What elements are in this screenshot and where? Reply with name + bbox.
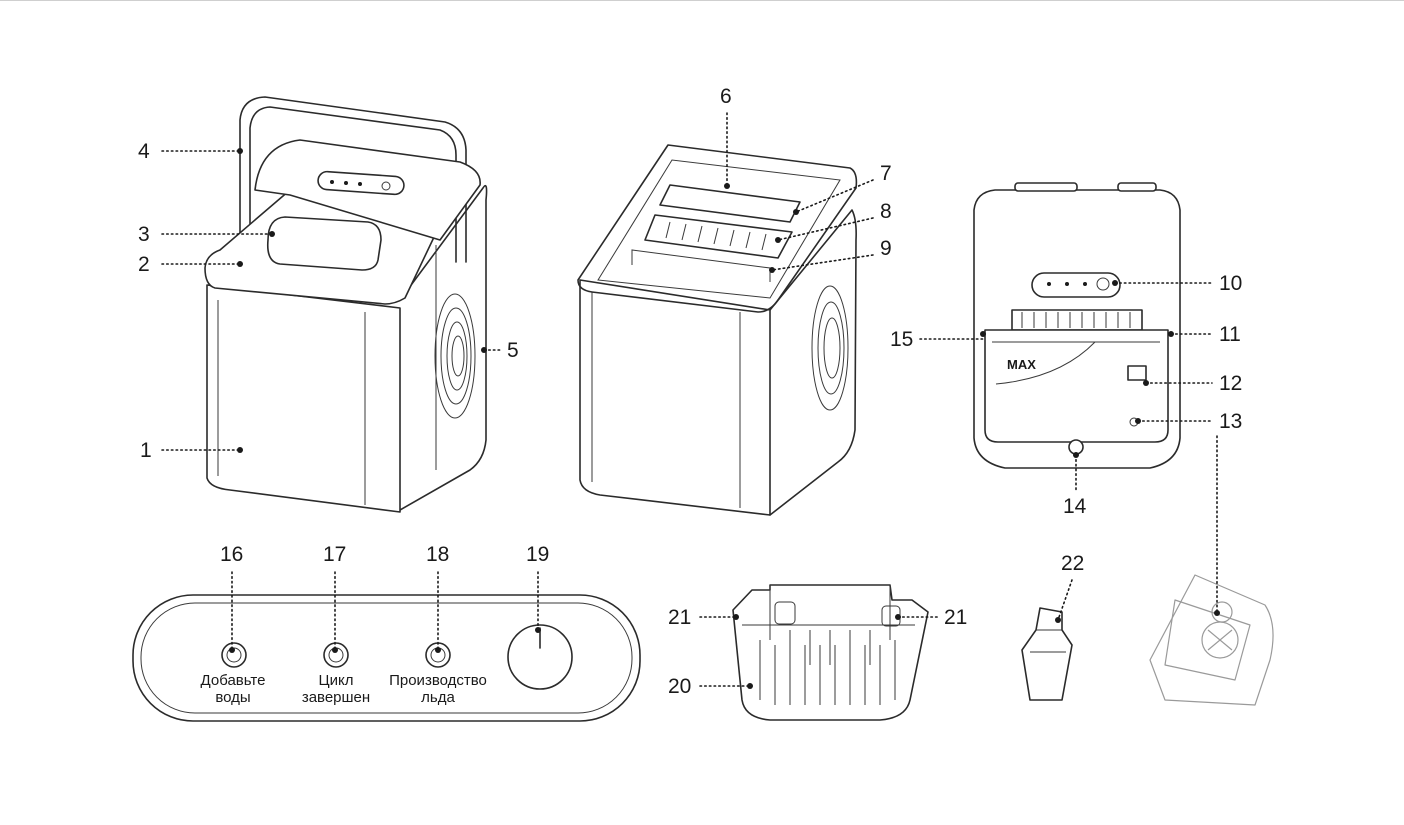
callout-21-left: 21 bbox=[668, 606, 692, 629]
callout-18: 18 bbox=[426, 543, 450, 566]
cycle-done-label-line1: Цикл bbox=[318, 672, 354, 689]
control-panel-diagram bbox=[132, 594, 641, 722]
open-rim bbox=[577, 144, 858, 313]
housing-side bbox=[399, 184, 488, 511]
callout-15: 15 bbox=[890, 328, 914, 351]
add-water-indicator bbox=[221, 642, 247, 668]
drain-plug bbox=[1021, 607, 1073, 701]
evaporator-fingers bbox=[659, 184, 801, 223]
viewing-window bbox=[266, 216, 382, 271]
open-housing-front bbox=[579, 279, 771, 516]
callout-14: 14 bbox=[1063, 495, 1087, 518]
housing-front bbox=[206, 284, 401, 513]
side-vent-2 bbox=[811, 285, 849, 411]
cycle-done-indicator bbox=[323, 642, 349, 668]
callout-11: 11 bbox=[1219, 323, 1241, 346]
ice-maker-back-view bbox=[973, 182, 1181, 469]
callout-1: 1 bbox=[140, 439, 152, 462]
drain-detail-view bbox=[1149, 574, 1274, 706]
callout-10: 10 bbox=[1219, 272, 1243, 295]
callout-21-right: 21 bbox=[944, 606, 968, 629]
callout-5: 5 bbox=[507, 339, 519, 362]
callout-3: 3 bbox=[138, 223, 150, 246]
callout-2: 2 bbox=[138, 253, 150, 276]
callout-22: 22 bbox=[1061, 552, 1085, 575]
top-border-line bbox=[0, 0, 1404, 1]
callout-13: 13 bbox=[1219, 410, 1243, 433]
callout-16: 16 bbox=[220, 543, 244, 566]
ice-making-label: Производство льда bbox=[368, 672, 508, 706]
cycle-done-label: Цикл завершен bbox=[266, 672, 406, 706]
callout-6: 6 bbox=[720, 85, 732, 108]
callout-7: 7 bbox=[880, 162, 892, 185]
callout-8: 8 bbox=[880, 200, 892, 223]
callout-9: 9 bbox=[880, 237, 892, 260]
callout-20: 20 bbox=[668, 675, 692, 698]
add-water-label: Добавьте воды bbox=[163, 672, 303, 706]
ice-making-label-line1: Производство bbox=[389, 672, 487, 689]
ice-basket bbox=[732, 584, 929, 721]
back-control-strip bbox=[1031, 272, 1121, 298]
control-panel-outer bbox=[132, 594, 641, 722]
add-water-label-line1: Добавьте bbox=[200, 672, 266, 689]
power-button bbox=[507, 624, 573, 690]
water-reservoir bbox=[984, 329, 1169, 443]
cycle-done-label-line2: завершен bbox=[301, 689, 371, 706]
callout-12: 12 bbox=[1219, 372, 1243, 395]
leader-lines bbox=[161, 112, 1220, 689]
carry-handle bbox=[239, 96, 467, 266]
ice-maker-closed-view bbox=[204, 96, 488, 513]
side-vent bbox=[434, 293, 476, 419]
callout-17: 17 bbox=[323, 543, 347, 566]
ice-making-label-line2: льда bbox=[421, 689, 455, 706]
callout-19: 19 bbox=[526, 543, 550, 566]
add-water-label-line2: воды bbox=[215, 689, 251, 706]
callout-4: 4 bbox=[138, 140, 150, 163]
max-fill-label: MAX bbox=[1007, 357, 1036, 372]
ice-maker-open-view bbox=[577, 144, 858, 516]
